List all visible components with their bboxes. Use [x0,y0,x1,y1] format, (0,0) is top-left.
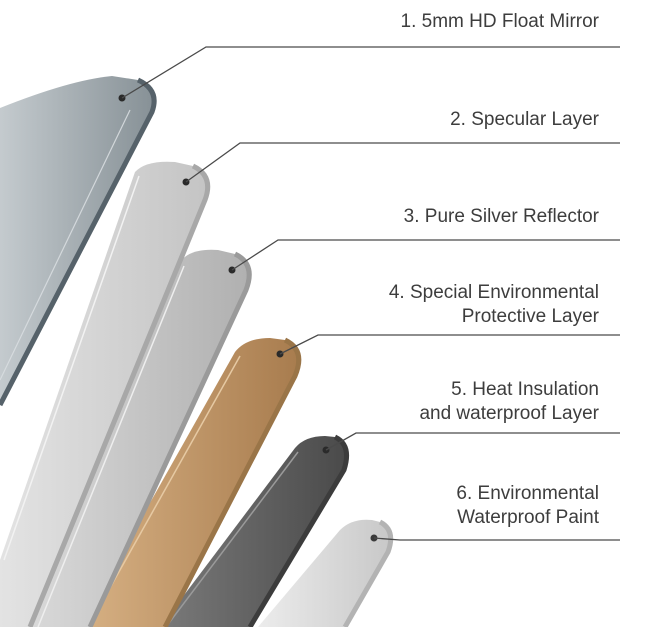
layer-3-pure-silver-reflector [30,249,252,627]
leader-line-1 [121,46,620,99]
leader-line-6 [373,537,620,541]
leader-line-2 [185,142,620,183]
layer-4-special-environmental-protective-layer [80,337,302,627]
label-layer-4: 4. Special Environmental Protective Laye… [388,282,599,327]
layer-5-heat-insulation-waterproof-layer [160,434,349,627]
label-layer-1: 1. 5mm HD Float Mirror [400,11,599,32]
label-layer-6: 6. Environmental Waterproof Paint [456,483,599,528]
leader-line-5 [325,432,620,451]
leader-lines [121,46,620,541]
leader-line-4 [279,334,620,355]
label-layer-5: 5. Heat Insulation and waterproof Layer [419,379,599,424]
leader-line-3 [231,239,620,271]
layer-1-float-mirror [0,76,157,407]
label-layer-3: 3. Pure Silver Reflector [403,206,599,227]
label-layer-2: 2. Specular Layer [450,109,599,130]
